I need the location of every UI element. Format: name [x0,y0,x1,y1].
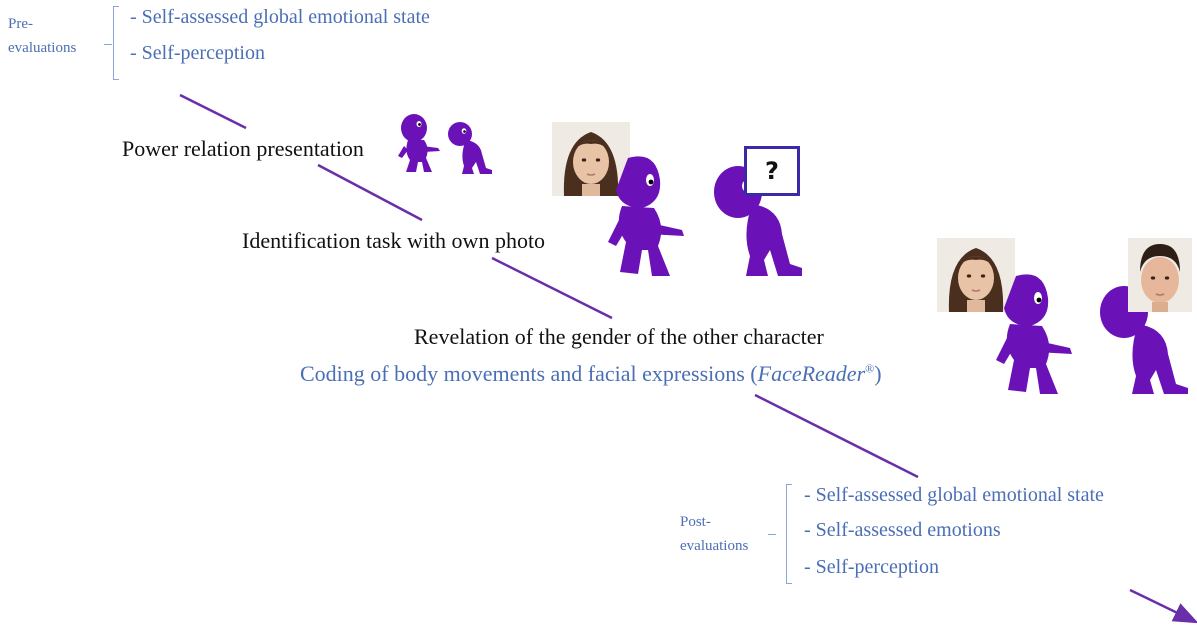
end-arrow [1129,588,1197,624]
step-coding: Coding of body movements and facial expr… [300,361,882,387]
boy-photo [1128,238,1192,312]
pre-evaluations-label: Pre- evaluations [8,12,76,60]
small-bowing-figure [448,122,492,174]
post-item-self-perception: - Self-perception [804,556,939,578]
pre-bracket-tick [104,44,112,45]
pre-item-global-emotional-state: - Self-assessed global emotional state [130,6,430,28]
connector-1 [179,93,247,130]
small-pointing-figure [398,114,440,172]
post-item-global-emotional-state: - Self-assessed global emotional state [804,484,1104,506]
step-power-relation: Power relation presentation [122,136,364,161]
connector-3 [491,256,613,320]
connector-4 [754,393,919,479]
post-evaluations-label: Post- evaluations [680,510,748,558]
coding-registered: ® [865,361,875,376]
post-label-line1: Post- [680,514,711,530]
coding-suffix: ) [874,361,882,386]
step-revelation: Revelation of the gender of the other ch… [414,324,824,349]
girl-photo-2 [937,238,1015,312]
pre-bracket [113,6,119,80]
coding-facereader: FaceReader [757,361,866,386]
big-pointing-figure-2 [996,274,1072,394]
girl-photo-1 [552,122,630,196]
connector-2 [317,163,423,222]
step-identification: Identification task with own photo [242,228,546,253]
big-pointing-figure-1 [608,156,684,276]
unknown-gender-box: ? [744,146,800,196]
pre-item-self-perception: - Self-perception [130,42,265,64]
post-bracket [786,484,792,584]
pre-label-line2: evaluations [8,40,77,56]
post-bracket-tick [768,534,776,535]
post-label-line2: evaluations [680,538,749,554]
post-item-emotions: - Self-assessed emotions [804,519,1001,541]
coding-prefix: Coding of body movements and facial expr… [300,361,758,386]
pre-label-line1: Pre- [8,16,33,32]
